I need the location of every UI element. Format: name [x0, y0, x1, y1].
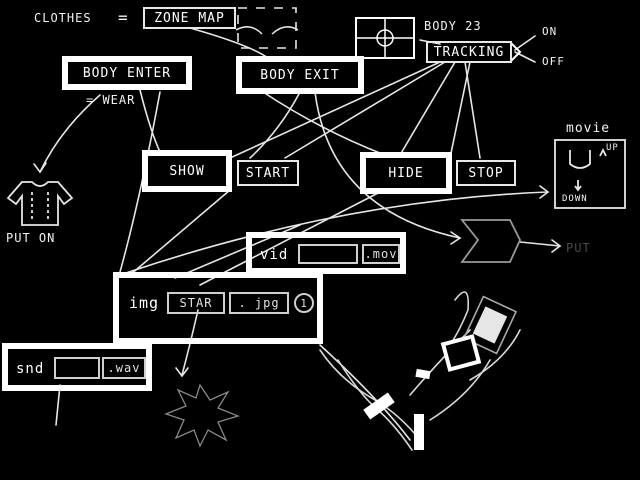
stop-action-label: STOP: [468, 165, 504, 181]
body-exit-box[interactable]: BODY EXIT: [236, 56, 364, 94]
line-track-on: [514, 35, 536, 51]
line-enter-img: [119, 91, 161, 273]
tracking-label: TRACKING: [433, 44, 505, 60]
zone-arrow-right: [271, 26, 299, 35]
arrowhead-exit: [450, 231, 462, 245]
zone-map-label: ZONE MAP: [154, 10, 225, 26]
wear-note: = WEAR: [86, 93, 136, 107]
line-exit-arrow: [314, 91, 461, 239]
snd-prefix: snd: [16, 361, 45, 377]
movie-up-label: UP: [606, 143, 619, 153]
line-arrow-put: [519, 241, 561, 247]
vid-media-box[interactable]: vid .mov: [246, 232, 406, 274]
equals-sign: =: [118, 8, 129, 27]
exit-arrow-shape: [460, 219, 521, 263]
img-index-badge: 1: [294, 293, 314, 313]
vid-extension-field: .mov: [362, 244, 400, 264]
body-enter-box[interactable]: BODY ENTER: [62, 56, 192, 90]
arrowhead-splash: [175, 367, 189, 378]
put-on-label: PUT ON: [6, 231, 56, 245]
line-track-hide: [399, 61, 456, 156]
vid-prefix: vid: [260, 247, 289, 263]
body-enter-label: BODY ENTER: [82, 65, 172, 81]
tracking-switch-icon: [509, 41, 522, 63]
arrowhead-movie: [539, 185, 550, 199]
line-img-movie: [119, 191, 549, 276]
img-extension-field: . jpg: [229, 292, 289, 314]
movie-frame-icon: [554, 139, 626, 209]
img-index: 1: [300, 296, 308, 310]
line-show-img: [129, 189, 231, 276]
arrowhead-puton: [33, 162, 47, 174]
show-action-label: SHOW: [169, 163, 205, 179]
vid-extension: .mov: [364, 247, 398, 261]
line-enter-show: [139, 89, 161, 153]
zone-map-frame: [237, 7, 297, 49]
img-media-box[interactable]: img STAR . jpg 1: [113, 272, 323, 344]
start-action-label: START: [245, 165, 291, 181]
line-track-stop: [464, 61, 481, 159]
snd-extension: .wav: [107, 361, 141, 375]
line-track-show: [229, 61, 441, 159]
img-filename: STAR: [179, 296, 213, 310]
tracking-off-label: OFF: [542, 55, 565, 68]
line-zonemap-exit: [189, 27, 269, 59]
line-img-figure: [319, 344, 411, 441]
zone-arrow-left: [235, 26, 263, 35]
img-filename-field[interactable]: STAR: [167, 292, 225, 314]
vid-filename-field[interactable]: [298, 244, 358, 264]
line-track-hide-2: [449, 61, 471, 159]
img-prefix: img: [129, 294, 160, 312]
line-exit-start: [249, 91, 301, 159]
start-action-box[interactable]: START: [237, 160, 299, 186]
snd-extension-field: .wav: [102, 357, 146, 379]
star-splash-icon: [164, 383, 240, 448]
body-23-label: BODY 23: [424, 19, 482, 33]
stop-action-box[interactable]: STOP: [456, 160, 516, 186]
put-faint-label: PUT: [566, 241, 591, 255]
show-action-box[interactable]: SHOW: [142, 150, 232, 192]
snd-media-box[interactable]: snd .wav: [2, 343, 152, 391]
tracking-box[interactable]: TRACKING: [426, 41, 512, 63]
line-enter-puton: [39, 94, 101, 173]
tracking-on-label: ON: [542, 25, 558, 38]
arrowhead-put: [551, 239, 562, 253]
line-track-start: [284, 61, 446, 159]
hide-action-label: HIDE: [388, 165, 424, 181]
hide-action-box[interactable]: HIDE: [360, 152, 452, 194]
img-extension: . jpg: [238, 296, 280, 310]
body-exit-label: BODY EXIT: [260, 67, 340, 83]
snd-filename-field[interactable]: [54, 357, 100, 379]
movie-down-label: DOWN: [562, 194, 588, 204]
crosshair-icon: [355, 17, 415, 59]
dancer-figure: [319, 291, 521, 451]
line-hide-img: [199, 191, 381, 286]
line-snd-down: [55, 384, 61, 426]
zone-map-box[interactable]: ZONE MAP: [143, 7, 236, 29]
line-exit-hide: [259, 89, 386, 156]
tshirt-icon: [6, 181, 74, 226]
clothes-label: CLOTHES: [34, 11, 92, 25]
movie-label: movie: [566, 121, 611, 136]
